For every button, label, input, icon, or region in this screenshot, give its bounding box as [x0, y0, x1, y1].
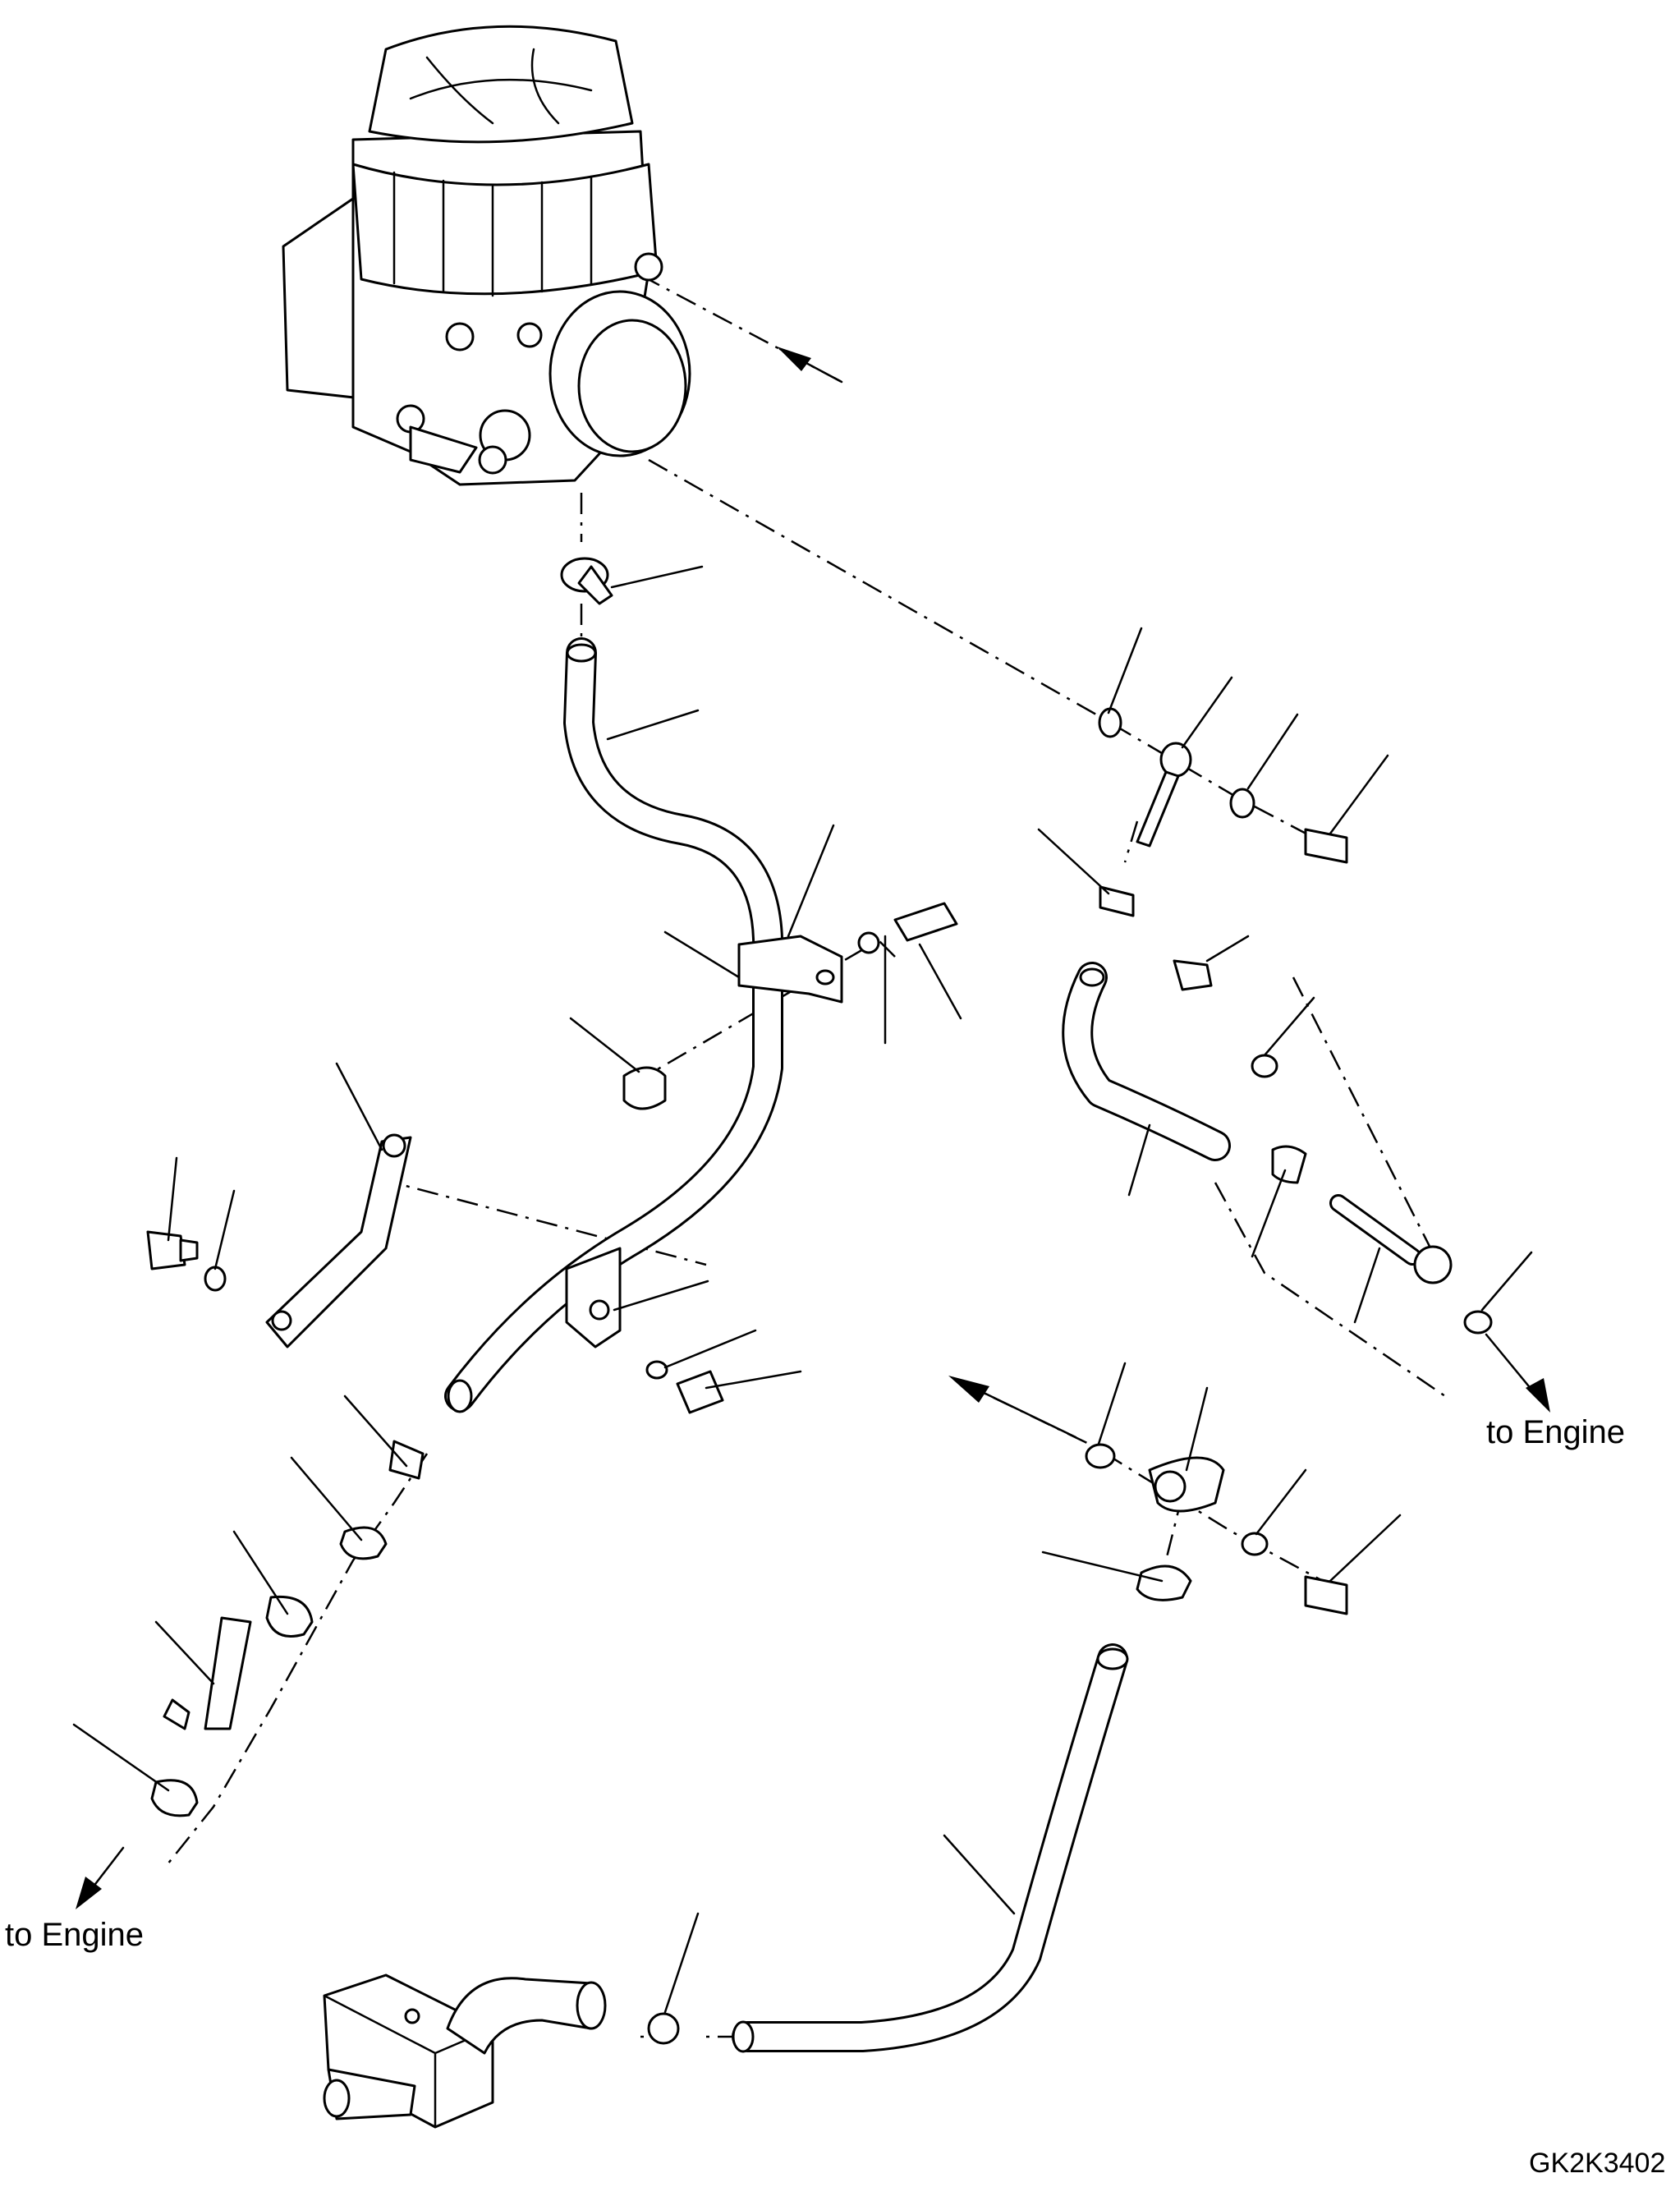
left-engine-line [150, 1440, 425, 1817]
outlet-arrow-upper [948, 1376, 1077, 1439]
to-engine-label-left: to Engine [5, 1917, 145, 1953]
inlet-arrow [777, 347, 843, 384]
air-compressor-unit [282, 25, 691, 486]
drawing-code-label: GK2K3402 [1529, 2148, 1666, 2179]
assembly-center-lines [163, 273, 1447, 2038]
hose-bracket-lower [146, 1133, 724, 1414]
bottom-hose [732, 1643, 1129, 2053]
tank-connector-block [323, 1973, 680, 2129]
elbow-fitting-top [560, 557, 613, 605]
right-banjo-assembly [1098, 707, 1348, 917]
to-engine-arrow-left [76, 1846, 125, 1909]
leader-lines [72, 565, 1533, 2014]
to-engine-label-right: to Engine [1486, 1414, 1626, 1450]
flow-arrows [76, 347, 1550, 1909]
hose-clamp-middle [622, 902, 958, 1110]
lower-right-fittings [1085, 1443, 1348, 1615]
to-engine-arrow-right [1485, 1333, 1550, 1413]
right-hose [1062, 959, 1493, 1335]
